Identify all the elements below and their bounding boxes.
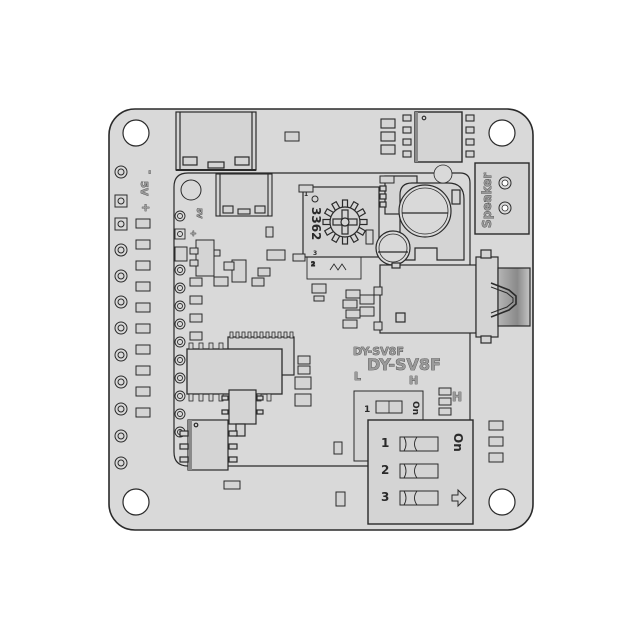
model-label-large: DY-SV8F (367, 355, 441, 374)
dip-switch-1[interactable]: 1 (381, 436, 439, 452)
power-minus-label: - (144, 170, 155, 174)
dip-on-label: On (451, 433, 465, 452)
speaker-terminal: Speaker (474, 162, 530, 235)
usb-connector-outer (175, 111, 257, 171)
smd-components-left (174, 226, 306, 341)
header-pin-square (114, 217, 128, 231)
level-high-label: H (409, 374, 418, 387)
header-pin (114, 429, 128, 443)
header-pin (114, 243, 128, 257)
dip-switch-3-label: 3 (381, 490, 389, 504)
header-pin (114, 321, 128, 335)
dip-ghost-on-label: On (410, 401, 420, 415)
header-pin (114, 295, 128, 309)
header-pin (114, 165, 128, 179)
resistors-right (488, 420, 504, 463)
header-pin (114, 269, 128, 283)
level-low-label: L (354, 370, 361, 383)
dip-ghost-switch-1-label: 1 (364, 405, 370, 415)
pot-code-label: 3362 (309, 207, 323, 240)
smd-components-misc (223, 355, 346, 507)
mounting-hole-bottom-left (122, 488, 150, 516)
dip-switch-3[interactable]: 3 (381, 490, 439, 506)
header-pin-square (114, 194, 128, 208)
inner-header-pins (174, 210, 186, 438)
dip-switch-1-label: 1 (381, 436, 389, 450)
ic-soic8-bottom-left (179, 419, 238, 471)
pot-pin3-label: 3 (313, 250, 317, 257)
usb-connector-inner (215, 173, 273, 217)
power-plus-label: + (141, 201, 150, 214)
mounting-hole-top-right (488, 119, 516, 147)
header-pin (114, 402, 128, 416)
inner-5v-label: 5V (195, 208, 203, 219)
inner-plus-label: + (190, 229, 197, 238)
electrolytic-capacitors (375, 164, 465, 273)
ic-small-square (221, 389, 264, 437)
power-5v-label: 5V (138, 181, 149, 196)
header-pin (114, 348, 128, 362)
arrow-right-icon (451, 488, 467, 508)
speaker-label: Speaker (480, 173, 494, 228)
dip-switch-main[interactable]: 1 2 3 On (367, 419, 474, 525)
mounting-hole-bottom-right (488, 488, 516, 516)
pot-pin1-label: 1 (304, 191, 308, 198)
header-pin (114, 456, 128, 470)
dip-switch-2-label: 2 (381, 463, 389, 477)
model-label-small: DY-SV8F (353, 345, 404, 358)
dip-switch-2[interactable]: 2 (381, 463, 439, 479)
mounting-hole-top-left (122, 119, 150, 147)
outer-resistor-column (135, 218, 151, 418)
headphone-jack (379, 249, 531, 344)
trimmer-potentiometer-shadow: 2 (306, 256, 362, 280)
inner-mounting-hole (180, 179, 202, 201)
outer-header-pins (114, 165, 128, 470)
ic-soic8-top-right (380, 111, 475, 163)
resistors-h (438, 387, 452, 416)
pot-pin2-label: 2 (311, 261, 315, 268)
header-pin (114, 375, 128, 389)
trimmer-potentiometer: 3362 1 3 (302, 186, 380, 258)
mounting-holes (122, 119, 516, 516)
resistor-cluster-jack (298, 175, 395, 331)
level-high-label-2: H (452, 390, 462, 404)
resistor (284, 131, 300, 142)
